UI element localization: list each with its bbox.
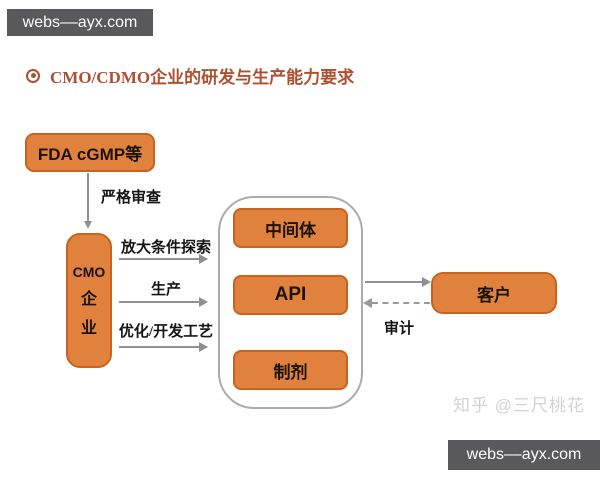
node-cmo-line2: 企 xyxy=(80,290,97,308)
node-formulation: 制剂 xyxy=(233,350,348,390)
node-intermediate: 中间体 xyxy=(233,208,348,248)
edge-label-strict-review: 严格审查 xyxy=(101,190,162,206)
section-title: CMO/CDMO企业的研发与生产能力要求 xyxy=(50,68,355,87)
edge-label-audit: 审计 xyxy=(384,321,415,337)
bullseye-icon xyxy=(26,68,40,83)
author-credit: 知乎 @三尺桃花 xyxy=(453,396,585,415)
node-customer: 客户 xyxy=(431,272,557,314)
arrow-audit-dashed xyxy=(363,298,430,308)
node-cmo-company: CMO 企 业 xyxy=(66,233,112,368)
bottom-watermark-text: webs––ayx.com xyxy=(466,446,582,463)
arrow-scale-up xyxy=(119,254,208,264)
arrow-production xyxy=(119,297,208,307)
arrow-strict-review xyxy=(84,173,92,229)
node-intermediate-label: 中间体 xyxy=(265,220,316,240)
edge-label-production: 生产 xyxy=(150,282,181,298)
top-watermark-text: webs––ayx.com xyxy=(22,13,138,31)
node-cmo-line1: CMO xyxy=(72,263,106,280)
section-title-row: CMO/CDMO企业的研发与生产能力要求 xyxy=(26,63,354,88)
node-customer-label: 客户 xyxy=(477,285,511,305)
bottom-watermark-banner: webs––ayx.com xyxy=(448,440,600,470)
edge-label-scale-up: 放大条件探索 xyxy=(120,240,211,256)
arrow-process-dev xyxy=(119,342,208,352)
node-formulation-label: 制剂 xyxy=(273,362,308,382)
node-cmo-line3: 业 xyxy=(80,319,97,337)
node-api-label: API xyxy=(274,284,307,305)
node-fda-cgmp-label: FDA cGMP等 xyxy=(37,145,143,164)
edge-label-process-dev: 优化/开发工艺 xyxy=(118,324,214,340)
node-fda-cgmp: FDA cGMP等 xyxy=(25,133,155,172)
top-watermark-banner: webs––ayx.com xyxy=(7,9,153,36)
arrow-supply-to-customer xyxy=(365,277,431,287)
node-api: API xyxy=(233,275,348,315)
